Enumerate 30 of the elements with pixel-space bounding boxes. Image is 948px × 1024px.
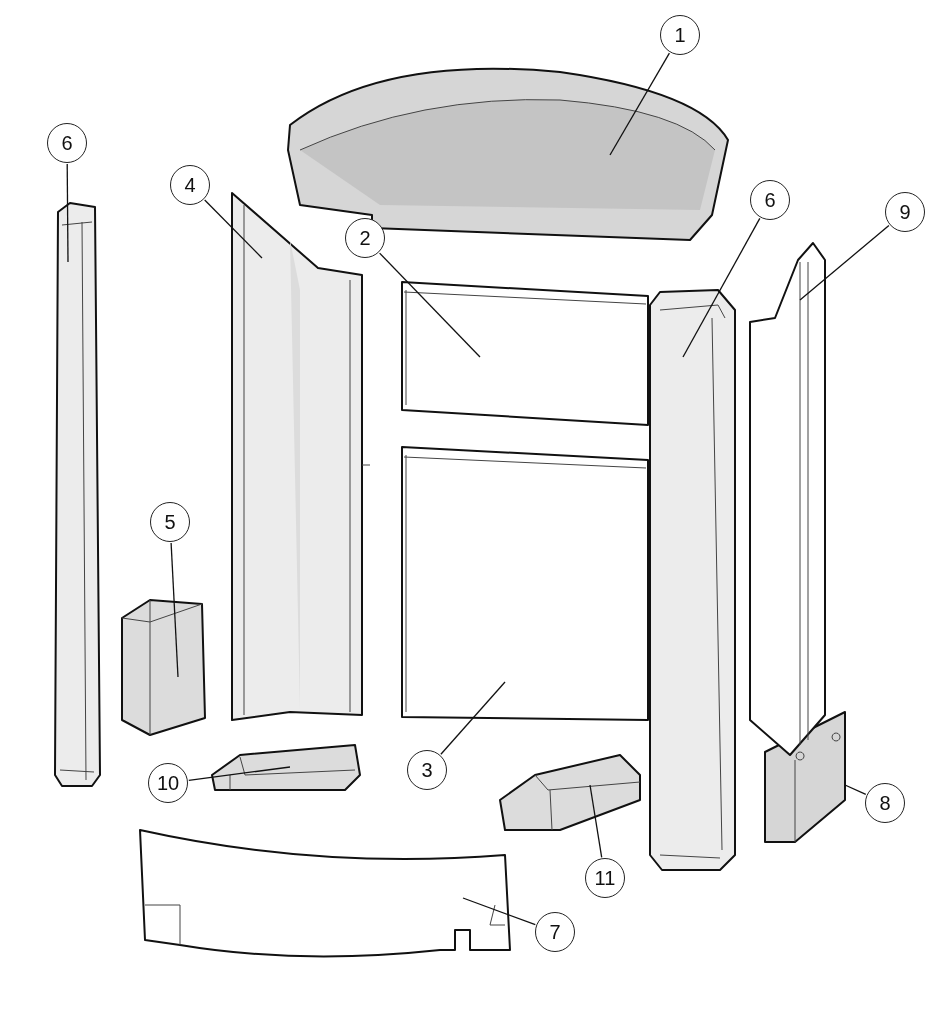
leader-line xyxy=(188,766,291,781)
leader-line xyxy=(844,784,867,796)
leader-line xyxy=(682,217,761,358)
callout-number: 4 xyxy=(170,165,210,205)
callout-number: 1 xyxy=(660,15,700,55)
leader-line xyxy=(170,542,179,678)
callout-number: 3 xyxy=(407,750,447,790)
leader-line xyxy=(799,224,890,301)
leader-line xyxy=(378,252,481,358)
column-drawing xyxy=(52,200,104,790)
brick-drawing xyxy=(496,751,644,833)
leader-line xyxy=(589,784,603,858)
callout-number: 11 xyxy=(585,858,625,898)
plate-drawing xyxy=(761,708,849,846)
leader-line xyxy=(609,52,671,156)
panel-drawing xyxy=(398,443,652,723)
callout-number: 8 xyxy=(865,783,905,823)
callout-number: 5 xyxy=(150,502,190,542)
column-drawing xyxy=(646,286,738,874)
brick-drawing xyxy=(118,596,208,738)
callout-number: 7 xyxy=(535,912,575,952)
callout-number: 6 xyxy=(750,180,790,220)
callout-number: 9 xyxy=(885,192,925,232)
panel-drawing xyxy=(398,278,652,428)
callout-number: 10 xyxy=(148,763,188,803)
brick-drawing xyxy=(208,741,364,793)
leader-line xyxy=(462,897,536,926)
leader-line xyxy=(66,163,69,263)
callout-number: 6 xyxy=(47,123,87,163)
leader-line xyxy=(440,681,506,755)
